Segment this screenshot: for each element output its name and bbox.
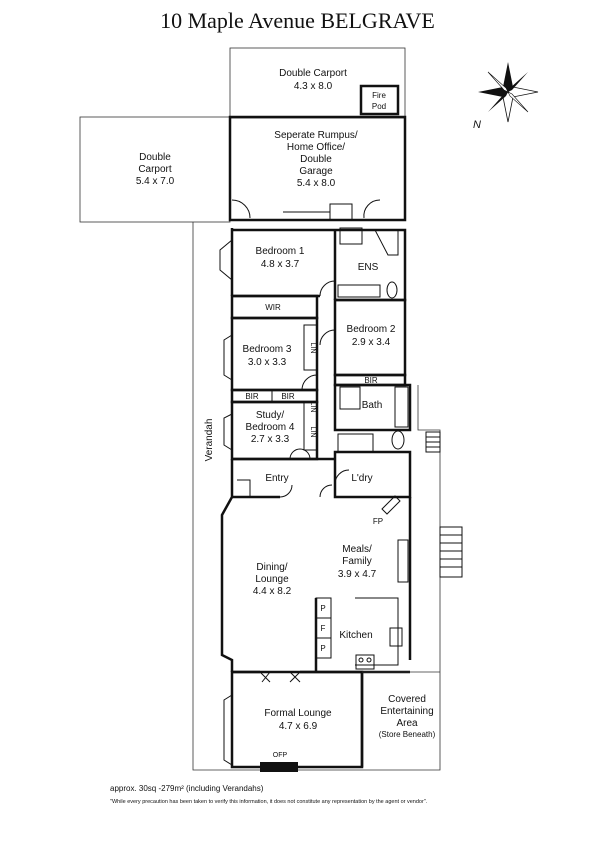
label-study-1: Study/ <box>256 410 285 421</box>
label-covered-1: Covered <box>388 694 426 705</box>
label-lin-2: LIN <box>309 402 316 413</box>
plan-title: 10 Maple Avenue BELGRAVE <box>160 8 435 33</box>
label-bedroom1: Bedroom 1 <box>256 246 305 257</box>
label-bedroom3: Bedroom 3 <box>243 344 292 355</box>
fire-pod-outline <box>359 84 400 116</box>
stairs-upper <box>425 431 441 453</box>
label-covered-3: Area <box>396 718 418 729</box>
label-formal-lounge-dims: 4.7 x 6.9 <box>279 721 318 732</box>
label-meals-dims: 3.9 x 4.7 <box>338 569 377 580</box>
label-dining-1: Dining/ <box>256 562 287 573</box>
stairs-lower <box>439 526 463 578</box>
verandah-outline <box>192 222 441 771</box>
label-bir-bedroom2: BIR <box>364 376 378 385</box>
label-fp: FP <box>373 517 383 526</box>
label-rumpus-4: Garage <box>299 166 333 177</box>
label-rumpus-3: Double <box>300 154 332 165</box>
label-formal-lounge: Formal Lounge <box>264 708 332 719</box>
bedroom1-bay <box>219 239 233 281</box>
label-bedroom2-dims: 2.9 x 3.4 <box>352 337 391 348</box>
label-laundry: L'dry <box>351 473 372 484</box>
label-carport-left-1: Double <box>139 152 171 163</box>
label-ens: ENS <box>358 262 379 273</box>
label-carport-top-dims: 4.3 x 8.0 <box>294 81 333 92</box>
label-carport-top: Double Carport <box>279 68 347 79</box>
label-dining-dims: 4.4 x 8.2 <box>253 586 292 597</box>
rumpus-walls <box>228 115 407 222</box>
toilet-rumpus <box>329 203 353 221</box>
label-fire-pod-2: Pod <box>372 102 386 111</box>
bedroom3-window <box>223 334 233 381</box>
label-bath: Bath <box>362 400 383 411</box>
label-bedroom2: Bedroom 2 <box>347 324 396 335</box>
label-dining-2: Lounge <box>255 574 289 585</box>
label-verandah: Verandah <box>204 419 215 462</box>
area-note: approx. 30sq -279m² (including Verandahs… <box>110 784 264 793</box>
compass-north-label: N <box>473 119 481 131</box>
label-bedroom1-dims: 4.8 x 3.7 <box>261 259 300 270</box>
label-bir-study-1: BIR <box>245 392 259 401</box>
label-lin-1: LIN <box>309 343 316 354</box>
label-carport-left-dims: 5.4 x 7.0 <box>136 176 175 187</box>
open-fireplace <box>260 762 298 772</box>
label-lin-3: LIN <box>309 427 316 438</box>
label-meals-1: Meals/ <box>342 544 372 555</box>
label-kitchen: Kitchen <box>339 630 372 641</box>
label-pantry-2: P <box>320 644 325 653</box>
label-wir: WIR <box>265 303 281 312</box>
label-rumpus-dims: 5.4 x 8.0 <box>297 178 336 189</box>
label-pantry-1: P <box>320 604 325 613</box>
label-bir-study-2: BIR <box>281 392 295 401</box>
label-bedroom3-dims: 3.0 x 3.3 <box>248 357 287 368</box>
disclaimer: "While every precaution has been taken t… <box>110 799 428 805</box>
label-rumpus-2: Home Office/ <box>287 142 345 153</box>
label-study-dims: 2.7 x 3.3 <box>251 434 290 445</box>
label-study-2: Bedroom 4 <box>246 422 295 433</box>
label-rumpus-1: Seperate Rumpus/ <box>274 130 358 141</box>
label-covered-4: (Store Beneath) <box>379 730 436 739</box>
label-meals-2: Family <box>342 556 371 567</box>
label-ofp: OFP <box>273 752 288 759</box>
label-covered-2: Entertaining <box>380 706 433 717</box>
label-entry: Entry <box>265 473 288 484</box>
compass-rose-icon <box>478 62 539 123</box>
label-fire-pod-1: Fire <box>372 91 386 100</box>
label-carport-left-2: Carport <box>138 164 172 175</box>
label-fridge: F <box>321 624 326 633</box>
